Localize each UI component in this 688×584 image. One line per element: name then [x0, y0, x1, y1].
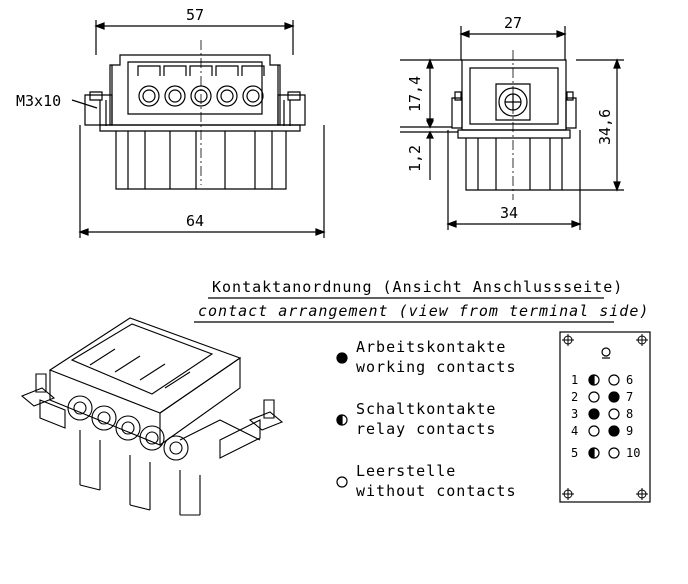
dim-27: 27: [504, 14, 522, 32]
pin-7-icon: [608, 391, 620, 403]
title-en: contact arrangement (view from terminal …: [198, 302, 649, 320]
legend-symbols: [336, 352, 348, 488]
pin-7-label: 7: [626, 390, 633, 404]
pin-2-label: 2: [571, 390, 578, 404]
pin-2-icon: [588, 391, 600, 403]
pin-9-label: 9: [626, 424, 633, 438]
legend-2-line2: relay contacts: [356, 420, 496, 438]
title-de: Kontaktanordnung (Ansicht Anschlussseite…: [212, 278, 623, 296]
pin-8-icon: [608, 408, 620, 420]
legend-2-line1: Schaltkontakte: [356, 400, 496, 418]
dim-1-2: 1,2: [406, 145, 424, 172]
pin-6-label: 6: [626, 373, 633, 387]
dim-64: 64: [186, 212, 204, 230]
pin-1-icon-fill: [588, 374, 595, 386]
legend-filled-icon: [336, 352, 348, 364]
legend-3-line2: without contacts: [356, 482, 517, 500]
pin-symbols: [588, 374, 620, 459]
legend-3-line1: Leerstelle: [356, 462, 456, 480]
pin-8-label: 8: [626, 407, 633, 421]
pin-1-label: 1: [571, 373, 578, 387]
isometric-view: [20, 317, 284, 516]
legend-empty-icon: [336, 476, 348, 488]
front-view: [71, 20, 326, 238]
side-view: [400, 26, 624, 230]
pin-3-icon: [588, 408, 600, 420]
pin-labels: 1 2 3 4 5 6 7 8 9 10: [571, 373, 640, 460]
pin-5-icon-fill: [588, 447, 595, 459]
pin-9-icon: [608, 425, 620, 437]
dim-34-6: 34,6: [596, 109, 614, 145]
dim-57: 57: [186, 6, 204, 24]
front-contacts: [137, 65, 265, 107]
dim-m3x10: M3x10: [16, 92, 61, 110]
dim-34: 34: [500, 204, 518, 222]
pin-4-icon: [588, 425, 600, 437]
pin-10-icon: [608, 447, 620, 459]
legend-1-line2: working contacts: [356, 358, 517, 376]
pin-4-label: 4: [571, 424, 578, 438]
pin-3-label: 3: [571, 407, 578, 421]
pin-5-label: 5: [571, 446, 578, 460]
pin-6-icon: [608, 374, 620, 386]
dim-17-4: 17,4: [406, 76, 424, 112]
pin-10-label: 10: [626, 446, 640, 460]
pin-layout: [559, 331, 651, 503]
legend-1-line1: Arbeitskontakte: [356, 338, 506, 356]
